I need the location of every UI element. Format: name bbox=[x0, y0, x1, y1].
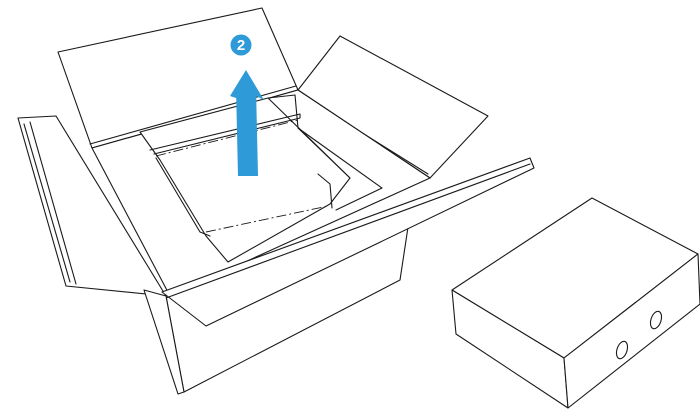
step-badge-number: 2 bbox=[237, 37, 245, 54]
open-box bbox=[18, 8, 534, 394]
monitor-stand-box bbox=[452, 198, 700, 408]
arrow-shaft bbox=[236, 88, 258, 176]
step-number-badge: 2 bbox=[231, 35, 252, 56]
